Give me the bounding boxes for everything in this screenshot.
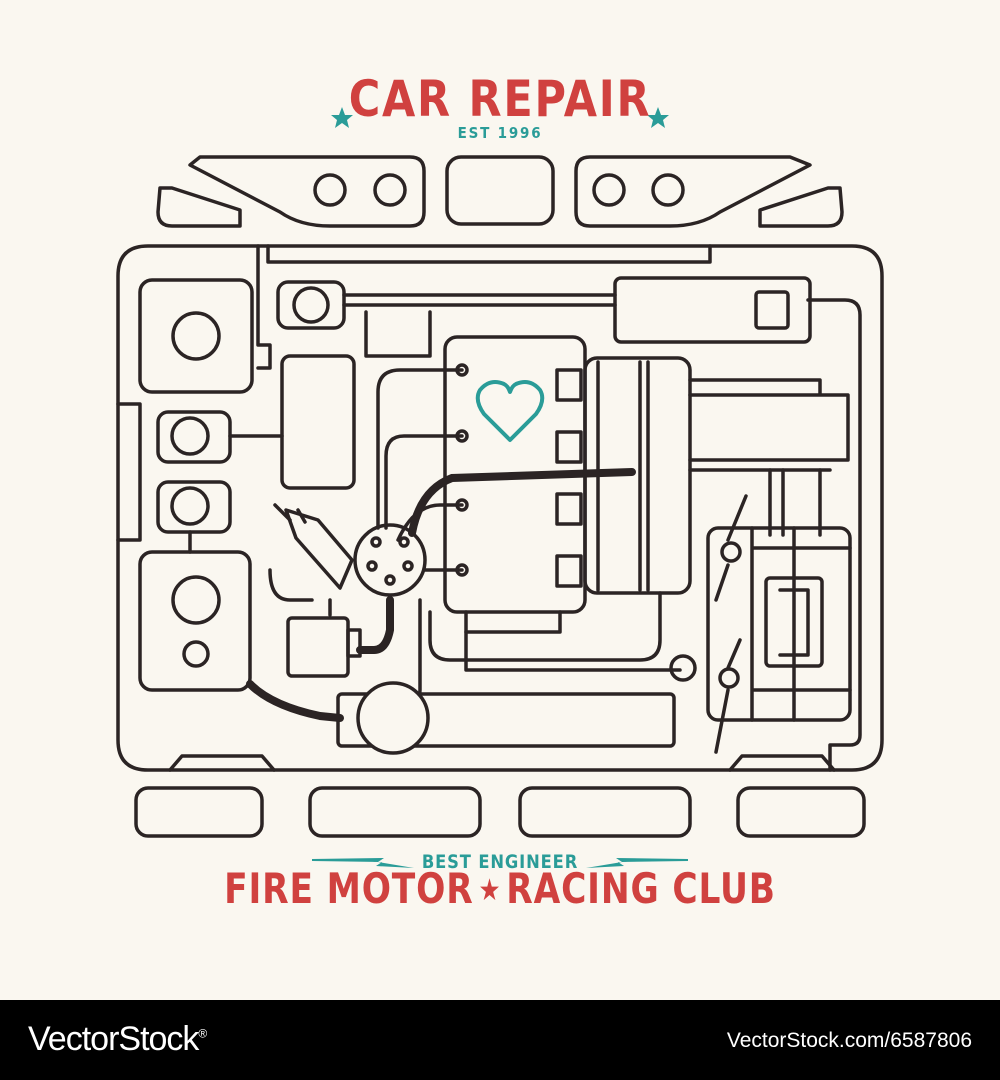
- heart-icon: [475, 380, 545, 442]
- watermark-url: VectorStock.com/6587806: [726, 1029, 972, 1052]
- battery: [706, 494, 852, 754]
- top-bumper: [156, 155, 844, 228]
- left-components: [138, 276, 812, 692]
- star-icon: ★: [478, 873, 502, 908]
- hoses: [246, 468, 636, 722]
- club-name-right: RACING CLUB: [506, 864, 776, 913]
- established-label: EST 1996: [457, 124, 543, 142]
- bottom-bumper: [134, 786, 866, 838]
- subtitle-label: BEST ENGINEER: [421, 851, 579, 873]
- title-star-left-icon: [331, 107, 353, 128]
- engine-frame: [116, 244, 884, 772]
- engine-block: [443, 335, 850, 634]
- watermark-bar: VectorStock® VectorStock.com/6587806: [0, 1000, 1000, 1080]
- club-name: FIRE MOTOR★RACING CLUB: [90, 864, 910, 913]
- wires: [268, 363, 697, 707]
- emblem-title: CAR REPAIR: [348, 70, 652, 128]
- distributor: [273, 503, 427, 678]
- watermark-brand: VectorStock®: [28, 1020, 207, 1058]
- exhaust: [336, 681, 676, 755]
- club-name-left: FIRE MOTOR: [224, 864, 474, 913]
- title-star-right-icon: [647, 107, 669, 128]
- lightning-right-icon: [586, 858, 688, 868]
- lightning-left-icon: [312, 858, 414, 868]
- engine-illustration: [116, 107, 884, 868]
